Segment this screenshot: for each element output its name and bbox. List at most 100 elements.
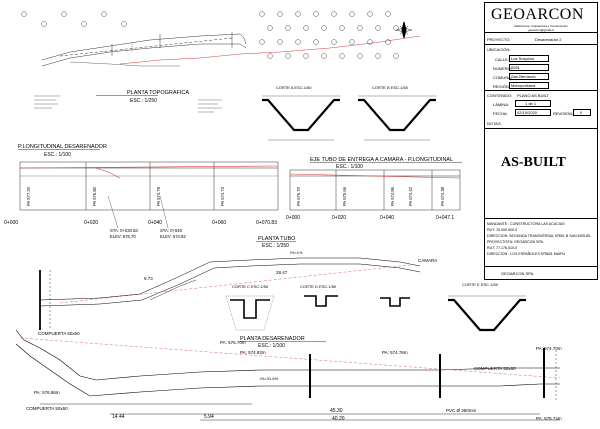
elev-note: ELEV: 576.70 (110, 234, 136, 239)
station-label: 0+070.83 (256, 220, 277, 226)
pipe-profile-grid (289, 169, 461, 211)
project-row: PROYECTO: Desarenador 2 (485, 33, 597, 45)
section-b (358, 95, 436, 141)
tree-icon (367, 39, 373, 45)
section-d-title: CORTE D ESC.1/50 (300, 284, 337, 289)
section-a-title: CORTE A ESC.1/50 (276, 85, 312, 90)
tree-icon (259, 11, 265, 17)
pipe-profile-stations: 0+000 0+020 0+040 0+047.1 (286, 215, 454, 221)
gate-label: COMPUERTA 50x60 (474, 366, 516, 371)
logo-area: GEOARCON Mediciones, Arquitectura y Cons… (485, 3, 597, 33)
pipe-profile-elevations: PA 576.70 PA 575.66 PA 574.86 PA 574.42 … (296, 186, 445, 206)
calle-value: Los Suspiros (511, 56, 535, 61)
region-value: Metropolitana (511, 83, 536, 88)
desander-plan (15, 329, 561, 421)
tree-icon (277, 11, 283, 17)
designer-address: DIRECCION : LOS ESPAÑOLES Nº5601 MAIPÚ (487, 252, 566, 256)
location-label: UBICACIÓN: (487, 47, 511, 52)
tree-icon (313, 39, 319, 45)
slope-label: i%=1% (290, 250, 303, 255)
owner-info: MANDANTE : CONSTRUCTORA LAS ACACIAS RUT:… (485, 219, 597, 267)
long-profile-leaders (107, 195, 169, 229)
region-box (509, 82, 549, 89)
elev-marker: PA: 576.74m (536, 416, 562, 421)
gate-label: COMPUERTA 50x60 (38, 331, 80, 336)
calle-label: CALLE: (495, 57, 509, 62)
tree-icon (321, 53, 327, 59)
tree-symbols (21, 11, 399, 59)
long-profile-elevations: PA 577.20 PA 576.80 PA 574.79 PA 574.73 (26, 186, 225, 206)
dim-label: 9.73 (144, 276, 153, 281)
dim-label: 40.20 (332, 416, 345, 422)
comuna-value: San Bernardo (511, 74, 536, 79)
slope-label: i%=31.6% (260, 376, 279, 381)
desander-plan-scale: ESC.: 1/100 (258, 343, 285, 349)
dim-label: 5.94 (204, 414, 214, 420)
section-small-box (380, 297, 410, 307)
tree-icon (385, 11, 391, 17)
fecha-value: 02/10/2020 (517, 110, 538, 115)
mandante-rut: RUT: 76.000.000-0 (487, 228, 518, 232)
tree-icon (393, 53, 399, 59)
tree-icon (81, 21, 87, 27)
project-label: PROYECTO: (487, 37, 511, 42)
tree-icon (349, 11, 355, 17)
sta-label: STA: 0+040 (160, 228, 183, 233)
comuna-box (509, 73, 549, 80)
title-block: GEOARCON Mediciones, Arquitectura y Cons… (484, 2, 598, 280)
pipe-plan-scale: ESC.: 1/250 (262, 243, 289, 249)
station-label: 0+020 (84, 220, 98, 226)
camara-label: CAMARA (418, 258, 437, 263)
elev-label: PA 575.66 (342, 186, 347, 206)
elev-marker: PA: 574.82m (240, 350, 266, 355)
dim-label: 28.47 (276, 270, 288, 275)
tree-icon (303, 53, 309, 59)
tree-icon (367, 11, 373, 17)
dim-label: 45.30 (330, 408, 343, 414)
topographic-plan-scale: ESC.: 1/250 (130, 98, 157, 104)
tree-icon (357, 25, 363, 31)
notes-area: AS-BUILT (485, 129, 597, 219)
long-profile-scale: ESC.: 1/100 (44, 152, 71, 158)
tree-icon (41, 21, 47, 27)
calle-box (509, 55, 549, 62)
long-profile-grid (19, 161, 279, 211)
tree-icon (349, 39, 355, 45)
tree-icon (339, 53, 345, 59)
tree-icon (393, 25, 399, 31)
station-label: 0+047.1 (436, 215, 454, 221)
elev-label: PA 574.86 (390, 186, 395, 206)
tree-icon (285, 25, 291, 31)
elev-label: PA 574.73 (220, 186, 225, 206)
elev-label: PA 574.79 (156, 186, 161, 206)
tree-icon (385, 39, 391, 45)
elev-label: PA 577.20 (26, 186, 31, 206)
station-label: 0+020 (332, 215, 346, 221)
location-section: UBICACIÓN: CALLE: Los Suspiros NÚMERO: 0… (485, 45, 597, 91)
numero-box (509, 64, 549, 71)
tree-icon (277, 39, 283, 45)
tree-icon (331, 39, 337, 45)
topographic-plan-title: PLANTA TOPOGRAFICA (127, 90, 189, 96)
designer-rut: RUT: 77.176.510-0 (487, 246, 518, 250)
section-c-title: CORTE C ESC.1/50 (232, 284, 269, 289)
long-profile-title: P.LONGITUDINAL DESARENADOR (18, 144, 107, 150)
topographic-plan (41, 32, 421, 67)
lamina-label: LÁMINA: (493, 102, 510, 107)
mandante-line: MANDANTE : CONSTRUCTORA LAS ACACIAS (487, 222, 565, 226)
project-value: Desarenador 2 (535, 37, 562, 42)
section-d (304, 295, 338, 307)
elev-label: PA 576.70 (296, 186, 301, 206)
station-label: 0+040 (380, 215, 394, 221)
tree-icon (121, 21, 127, 27)
pipe-profile-title: EJE TUBO DE ENTREGA A CAMARA - P.LONGITU… (310, 157, 453, 163)
section-c (225, 295, 275, 331)
elev-label: PA 576.80 (92, 186, 97, 206)
content-section: CONTENIDO: PLANO AS BUILT LÁMINA: 1 de 1… (485, 91, 597, 129)
pipe-plan (39, 257, 421, 330)
revision-label: REVISIÓN: (553, 111, 574, 116)
fecha-box (515, 109, 551, 116)
station-label: 0+040 (148, 220, 162, 226)
numero-label: NÚMERO: (493, 66, 512, 71)
